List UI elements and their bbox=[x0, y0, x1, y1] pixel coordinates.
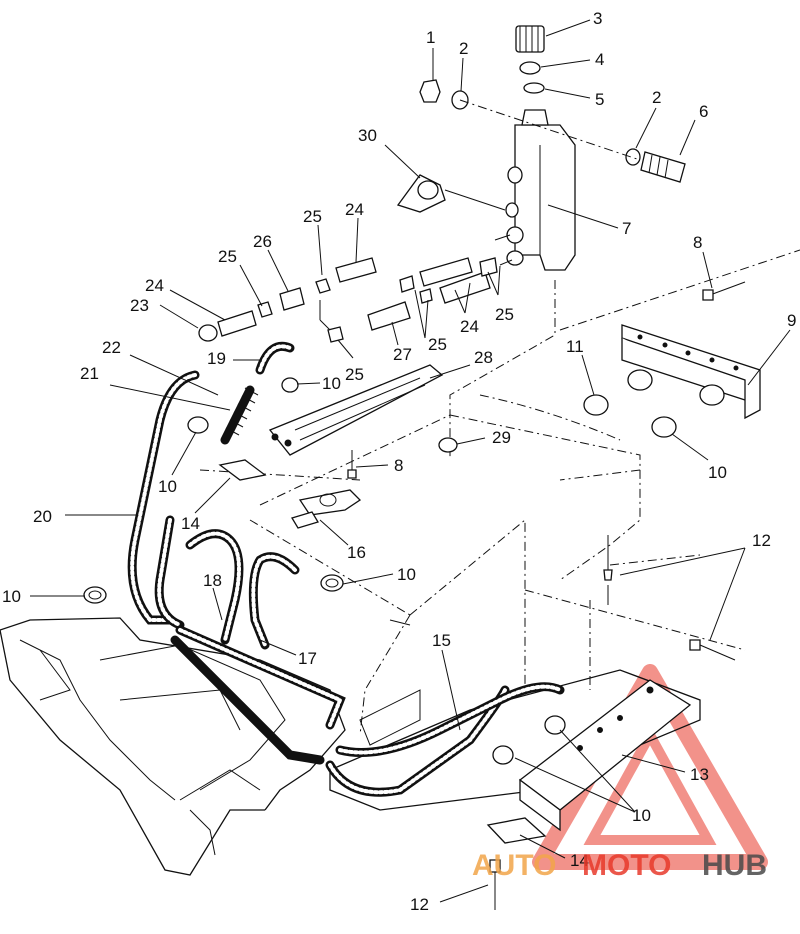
mount-plate-13 bbox=[518, 679, 692, 832]
callout-7: 7 bbox=[622, 219, 631, 238]
callout-10: 10 bbox=[397, 565, 416, 584]
callout-10: 10 bbox=[632, 806, 651, 825]
callout-17: 17 bbox=[298, 649, 317, 668]
callout-12: 12 bbox=[410, 895, 429, 914]
callout-10: 10 bbox=[2, 587, 21, 606]
callout-12: 12 bbox=[752, 531, 771, 550]
callout-18: 18 bbox=[203, 571, 222, 590]
callout-29: 29 bbox=[492, 428, 511, 447]
callout-16: 16 bbox=[347, 543, 366, 562]
callout-14: 14 bbox=[181, 514, 200, 533]
tube-fittings bbox=[198, 234, 513, 343]
callout-25: 25 bbox=[345, 365, 364, 384]
callout-21: 21 bbox=[80, 364, 99, 383]
callout-30: 30 bbox=[358, 126, 377, 145]
callout-2: 2 bbox=[459, 39, 468, 58]
hose-clamps-10 bbox=[83, 377, 677, 765]
callout-27: 27 bbox=[393, 345, 412, 364]
callout-8: 8 bbox=[394, 456, 403, 475]
callout-24: 24 bbox=[345, 200, 364, 219]
callout-10: 10 bbox=[322, 374, 341, 393]
callout-26: 26 bbox=[253, 232, 272, 251]
leader-lines bbox=[30, 19, 791, 903]
callout-11: 11 bbox=[566, 337, 584, 356]
mount-bracket-9 bbox=[621, 324, 761, 420]
callout-10: 10 bbox=[708, 463, 727, 482]
callout-25: 25 bbox=[495, 305, 514, 324]
callout-5: 5 bbox=[595, 90, 604, 109]
coolant-hoses bbox=[127, 341, 565, 797]
callout-19: 19 bbox=[207, 349, 226, 368]
callout-2: 2 bbox=[652, 88, 661, 107]
callout-24: 24 bbox=[145, 276, 164, 295]
watermark-brand-moto: MOTO bbox=[582, 849, 671, 882]
callout-8: 8 bbox=[693, 233, 702, 252]
callout-10: 10 bbox=[158, 477, 177, 496]
callout-25: 25 bbox=[303, 207, 322, 226]
rivets-12 bbox=[489, 535, 736, 910]
callout-25: 25 bbox=[428, 335, 447, 354]
callout-6: 6 bbox=[699, 102, 708, 121]
watermark-brand-auto: AUTO bbox=[472, 849, 556, 882]
watermark-text: AUTO MOTO HUB bbox=[472, 849, 767, 882]
coolant-tank-7 bbox=[505, 109, 576, 271]
callout-4: 4 bbox=[595, 50, 604, 69]
sensor-bracket-30 bbox=[396, 174, 506, 213]
callout-24: 24 bbox=[460, 317, 479, 336]
callout-1: 1 bbox=[426, 28, 435, 47]
callout-14: 14 bbox=[570, 851, 589, 870]
heat-exchanger-28 bbox=[268, 364, 444, 456]
callout-28: 28 bbox=[474, 348, 493, 367]
callout-3: 3 bbox=[593, 9, 602, 28]
callout-labels: 1 2 3 4 5 2 6 30 7 25 24 8 9 26 25 24 23… bbox=[2, 9, 796, 914]
watermark-brand-hub: HUB bbox=[702, 849, 767, 882]
callout-25: 25 bbox=[218, 247, 237, 266]
callout-13: 13 bbox=[690, 765, 709, 784]
spring-hose-21 bbox=[220, 385, 259, 445]
callout-22: 22 bbox=[102, 338, 121, 357]
callout-20: 20 bbox=[33, 507, 52, 526]
tank-hardware bbox=[419, 25, 686, 183]
small-brackets bbox=[218, 281, 746, 844]
callout-15: 15 bbox=[432, 631, 451, 650]
callout-23: 23 bbox=[130, 296, 149, 315]
callout-9: 9 bbox=[787, 311, 796, 330]
